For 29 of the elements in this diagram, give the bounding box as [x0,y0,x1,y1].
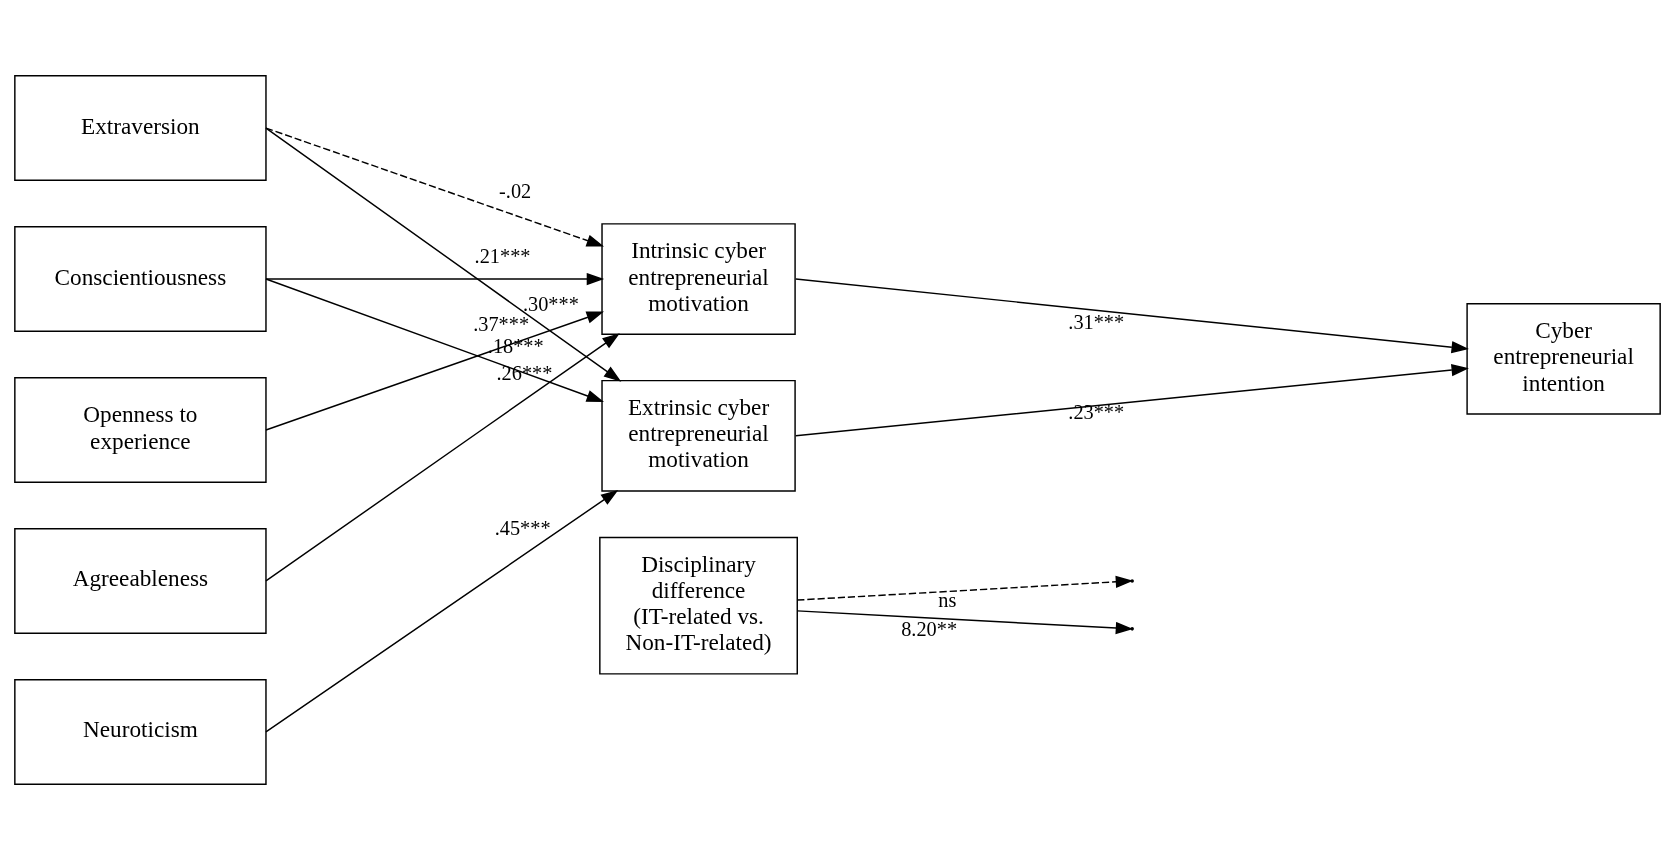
edge-label: .45*** [494,517,551,540]
edge-label: .30*** [522,292,579,315]
arrow [795,278,1469,354]
arrow [265,127,622,382]
edge-label: ns [938,589,957,612]
arrow [796,610,1134,635]
edge-label: .37*** [473,312,530,335]
arrow [265,272,605,286]
edge-label: .31*** [1068,311,1125,334]
arrow [265,311,605,431]
arrow [265,278,604,402]
node-box: Disciplinary difference (IT-related vs. Non-IT-related) [599,536,798,675]
edge-label: .23*** [1068,401,1125,424]
node-box: Conscientiousness [14,226,267,332]
node-box: Cyber entrepreneurial intention [1466,303,1661,415]
node-box: Intrinsic cyber entrepreneurial motivation [601,223,796,335]
arrow [265,489,619,733]
arrow [795,364,1469,437]
arrow [796,575,1134,601]
node-box: Neuroticism [14,678,267,785]
node-box: Openness to experience [14,377,267,483]
node-box: Extrinsic cyber entrepreneurial motivation [601,379,796,492]
arrow [265,127,604,247]
node-box: Extraversion [14,75,267,182]
edge-label: -.02 [499,180,532,203]
edge-label: 8.20** [901,617,958,640]
arrow [265,333,620,582]
node-box: Agreeableness [14,528,267,634]
edge-label: .21*** [474,245,531,268]
